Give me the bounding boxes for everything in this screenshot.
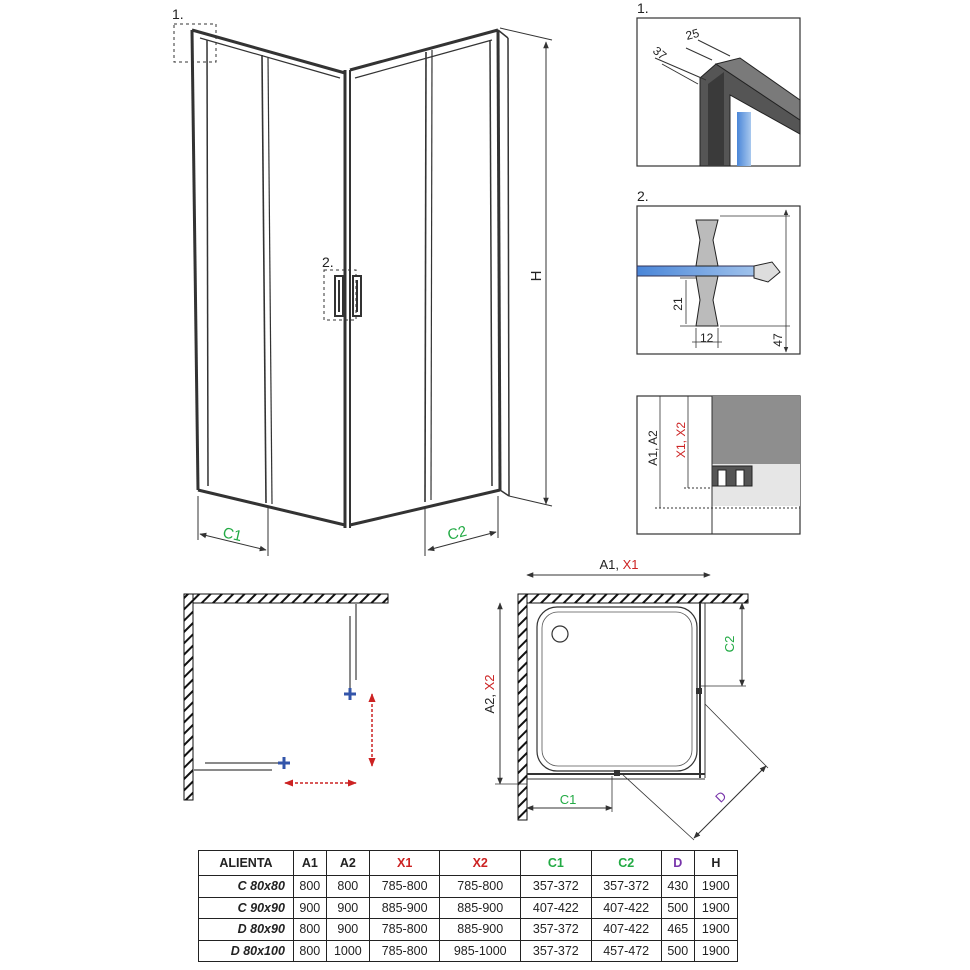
col-header-d: D [660, 850, 695, 876]
callout-box-1 [173, 23, 217, 63]
plan-a2-x2-label: A2, X2 [482, 674, 497, 713]
plan-c1-label: C1 [560, 792, 577, 807]
callout-box-2 [323, 269, 357, 321]
detail-1-frame-profile [636, 17, 801, 167]
door-handle-icon [334, 275, 362, 317]
table-cell: 430 [660, 875, 695, 898]
table-cell: 1900 [693, 939, 739, 962]
table-cell: 785-800 [368, 875, 441, 898]
table-cell-model: C 90x90 [198, 896, 294, 919]
table-cell: 465 [660, 918, 695, 941]
table-cell: 885-900 [439, 918, 522, 941]
detail-3-tray-section [636, 395, 801, 535]
table-cell: 800 [292, 918, 327, 941]
table-row: C 90x90 900 900 885-900 885-900 407-422 … [198, 896, 739, 919]
table-cell-model: D 80x100 [198, 939, 294, 962]
height-dimension [499, 27, 553, 507]
table-cell: 800 [292, 875, 327, 898]
table-header-row: ALIENTA A1 A2 X1 X2 C1 C2 D H [198, 850, 739, 876]
col-header-x1: X1 [368, 850, 441, 876]
table-cell: 357-372 [520, 918, 592, 941]
table-cell: 1900 [693, 875, 739, 898]
detail-2-dim-47: 47 [771, 333, 785, 347]
table-cell: 785-800 [368, 918, 441, 941]
detail-1-number: 1. [637, 0, 649, 16]
table-cell: 800 [325, 875, 370, 898]
col-header-h: H [693, 850, 739, 876]
detail-3-x-label: X1, X2 [674, 422, 688, 458]
table-cell: 885-900 [439, 896, 522, 919]
col-header-c1: C1 [520, 850, 592, 876]
table-cell-model: D 80x90 [198, 918, 294, 941]
table-cell: 900 [325, 896, 370, 919]
col-header-model: ALIENTA [198, 850, 294, 876]
callout-label-1: 1. [172, 6, 184, 22]
dimension-table: ALIENTA A1 A2 X1 X2 C1 C2 D H C 80x80 80… [198, 850, 739, 962]
c2-label: C2 [446, 523, 469, 544]
table-cell: 407-422 [590, 896, 662, 919]
table-cell: 457-472 [590, 939, 662, 962]
table-row: C 80x80 800 800 785-800 785-800 357-372 … [198, 875, 739, 898]
table-cell: 1000 [325, 939, 370, 962]
table-cell: 785-800 [368, 939, 441, 962]
callout-label-2: 2. [322, 254, 334, 270]
table-cell: 357-372 [590, 875, 662, 898]
installation-diagram [183, 593, 389, 801]
table-row: D 80x90 800 900 785-800 885-900 357-372 … [198, 918, 739, 941]
detail-3-a-label: A1, A2 [646, 430, 660, 466]
table-cell: 1900 [693, 918, 739, 941]
plan-d-label: D [712, 788, 729, 805]
c1-label: C1 [221, 524, 244, 545]
col-header-x2: X2 [439, 850, 522, 876]
table-cell: 1900 [693, 896, 739, 919]
table-cell: 885-900 [368, 896, 441, 919]
table-cell: 500 [660, 896, 695, 919]
table-cell: 407-422 [590, 918, 662, 941]
detail-1-dim-25: 25 [684, 26, 701, 43]
col-header-a1: A1 [292, 850, 327, 876]
table-cell: 800 [292, 939, 327, 962]
plan-view [495, 572, 769, 841]
table-cell: 500 [660, 939, 695, 962]
table-cell: 900 [325, 918, 370, 941]
table-cell: 357-372 [520, 875, 592, 898]
perspective-enclosure [190, 28, 510, 528]
table-cell-model: C 80x80 [198, 875, 294, 898]
plan-a1-x1-label: A1, X1 [599, 557, 638, 572]
c2-dimension [424, 496, 499, 556]
detail-2-number: 2. [637, 188, 649, 204]
table-row: D 80x100 800 1000 785-800 985-1000 357-3… [198, 939, 739, 962]
table-cell: 785-800 [439, 875, 522, 898]
plan-c2-label: C2 [722, 636, 737, 653]
table-cell: 900 [292, 896, 327, 919]
height-label: H [528, 271, 545, 282]
table-cell: 985-1000 [439, 939, 522, 962]
detail-2-handle-section [636, 205, 801, 355]
col-header-a2: A2 [325, 850, 370, 876]
col-header-c2: C2 [590, 850, 662, 876]
table-cell: 407-422 [520, 896, 592, 919]
table-cell: 357-372 [520, 939, 592, 962]
c1-dimension [197, 496, 269, 556]
detail-2-dim-12: 12 [700, 331, 714, 345]
detail-2-dim-21: 21 [671, 297, 685, 311]
